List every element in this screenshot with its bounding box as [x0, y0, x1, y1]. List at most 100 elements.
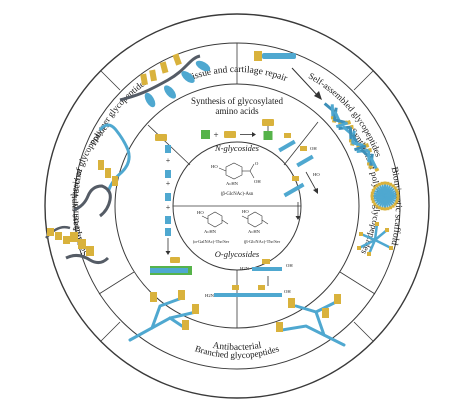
yellow-glycan [63, 236, 70, 244]
middle-divider [98, 271, 135, 295]
micelle-glycan [377, 206, 381, 210]
outer-divider [100, 321, 121, 342]
network-scaffold [357, 222, 393, 256]
center-o-caption-left: (α-GalNAc)-Thr/Ser [193, 239, 230, 244]
yellow-glycan [258, 285, 265, 290]
network-glycan [375, 222, 379, 226]
polymer-coil-vaccine [65, 184, 112, 265]
arrowhead [252, 132, 256, 137]
micelle-glycan [391, 184, 395, 188]
yellow-glycan [322, 308, 329, 318]
blue-residue [165, 145, 171, 153]
blue-side-chain [164, 85, 176, 99]
micelle-spike [384, 192, 398, 197]
micelle-glycan [393, 202, 397, 206]
outer-divider [353, 70, 374, 91]
micelle-glycan [395, 200, 399, 204]
reaction-arrow [305, 171, 317, 191]
micelle-glycan [375, 184, 379, 188]
yellow-glycan [70, 232, 78, 242]
micelle-glycan [386, 207, 390, 211]
chem-oh-label: OH [286, 263, 293, 268]
yellow-glycan [182, 320, 189, 330]
chem-oh-label: OH [254, 179, 261, 184]
chem-acnh-label: AcHN [204, 229, 217, 234]
blue-residue [165, 170, 171, 178]
helix-rod [348, 127, 353, 142]
helix-rod [353, 143, 369, 152]
micelle-glycan [396, 197, 400, 201]
chem-o-label: O [255, 161, 259, 166]
yellow-glycan [262, 119, 274, 126]
chem-acnh-label: AcHN [248, 229, 261, 234]
yellow-glycan [276, 322, 283, 332]
chem-h2n-label: H2N [205, 293, 215, 298]
blue-peptide-rod [262, 53, 296, 59]
micelle-scaffold [370, 181, 400, 211]
solid-phase-synthesis-scheme [150, 134, 192, 275]
blue-residue [165, 228, 171, 236]
micelle-glycan [383, 207, 387, 211]
blue-side-chain [181, 71, 195, 83]
network-glycan [389, 246, 393, 250]
plus-sign: + [166, 179, 171, 188]
outer-label-left: Anti-tumor vaccine [71, 168, 85, 244]
yellow-glycan [288, 298, 295, 308]
helix-glycan [374, 167, 380, 173]
polymer-synthesis-scheme [214, 133, 318, 297]
helix-glycan [365, 143, 370, 148]
helix-glycan [368, 165, 373, 169]
center-o-glycosides-title: O-glycosides [215, 249, 260, 259]
branched-glycopeptide-right [280, 300, 346, 347]
blue-residue [165, 216, 171, 224]
center-n-caption: (β-GlcNAc)-Asn [221, 192, 254, 197]
outer-label-bottom: Antibacterial [212, 341, 263, 353]
yellow-glycan [254, 51, 262, 61]
green-square [201, 130, 210, 139]
yellow-glycan [178, 290, 185, 300]
yellow-glycan [155, 134, 167, 141]
blue-side-chain [195, 60, 211, 72]
chem-ho-label: HO [211, 164, 218, 169]
yellow-glycan [149, 69, 157, 82]
blue-monomer [296, 154, 314, 168]
helix-rod [369, 157, 379, 171]
outer-divider [353, 321, 374, 342]
network-arm [374, 238, 392, 250]
yellow-glycan [334, 294, 341, 304]
micelle-glycan [380, 181, 384, 185]
peptide-chain [150, 268, 188, 273]
yellow-glycan [159, 61, 169, 74]
yellow-glycan [98, 160, 104, 170]
polymer-glycopeptide-chain [119, 53, 211, 108]
yellow-glycan [232, 285, 239, 290]
network-glycan [359, 232, 363, 236]
plus-sign: + [213, 130, 218, 140]
yellow-glycan [150, 292, 157, 302]
outer-divider [100, 70, 121, 91]
center-n-glycosides-title: N-glycosides [214, 143, 260, 153]
yellow-glycan [47, 228, 54, 236]
yellow-glycan [300, 146, 307, 151]
chem-ho-label: HO [197, 210, 204, 215]
micelle-glycan [370, 191, 374, 195]
yellow-glycan [192, 304, 199, 314]
o-glycoside-structure-right [241, 211, 269, 228]
branched-glycopeptide-left [128, 296, 198, 342]
yellow-glycan [140, 73, 148, 86]
plus-sign: + [166, 203, 171, 212]
chem-oh-label: OH [284, 289, 291, 294]
center-o-caption-right: (β-GlcNAc)-Thr/Ser [244, 239, 281, 244]
chem-ho-label: HO [313, 172, 320, 177]
chem-h2n-label: H2N [240, 266, 250, 271]
network-arm [358, 238, 376, 250]
micelle-glycan [386, 181, 390, 185]
assembly-arrow [291, 67, 319, 97]
chem-oh-label: OH [310, 146, 317, 151]
micelle-glycan [389, 182, 393, 186]
network-glycan [367, 252, 371, 256]
arrowhead [295, 216, 301, 220]
inner-label-top-line2: amino acids [215, 106, 259, 116]
